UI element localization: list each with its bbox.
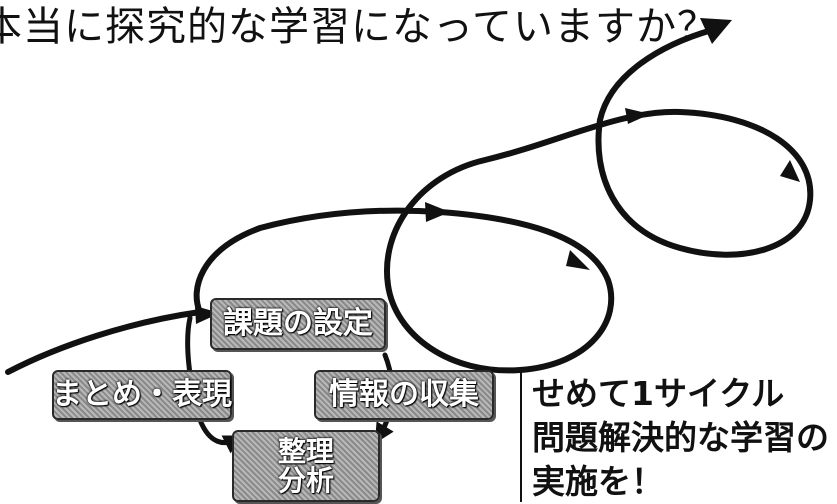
spiral-arrowhead-1: [195, 306, 220, 324]
spiral-arrowhead-6: [700, 18, 732, 44]
spiral-arrowhead-3: [566, 250, 590, 270]
spiral-arrowhead-2: [425, 202, 450, 222]
box-summary-expression: まとめ・表現: [52, 370, 232, 420]
box-organize-analyze: 整理 分析: [232, 430, 380, 502]
spiral-arrowhead-5: [780, 160, 800, 182]
note-text: せめて1サイクル 問題解決的な学習の 実施を！: [532, 372, 829, 504]
note-line-1: せめて1サイクル: [532, 374, 785, 413]
spiral-main-path: [5, 27, 814, 375]
note-line-2: 問題解決的な学習の: [532, 418, 829, 457]
note-divider: [520, 372, 522, 502]
box-information-collection: 情報の収集: [314, 370, 494, 420]
box-organize-label: 整理: [277, 434, 334, 468]
note-line-3: 実施を！: [532, 462, 664, 501]
spiral-arrowhead-4: [625, 108, 650, 124]
box-analyze-label: 分析: [277, 464, 334, 497]
slide-title: 本当に探究的な学習になっていますか？: [0, 4, 718, 50]
box-issue-setting: 課題の設定: [210, 298, 386, 350]
